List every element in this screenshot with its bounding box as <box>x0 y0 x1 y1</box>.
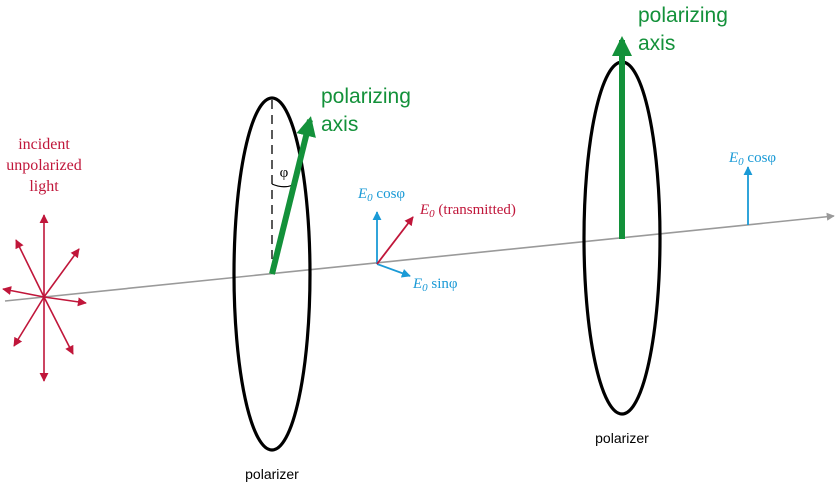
polarizer-1-angle-arc <box>271 183 294 188</box>
polarizer-1-label: polarizer <box>245 466 299 482</box>
unpolarized-light-star <box>2 214 87 382</box>
incident-label-line1: incident <box>18 136 70 153</box>
propagation-axis <box>4 212 835 302</box>
transmitted-arrow <box>376 216 414 265</box>
intermediate-components <box>372 211 414 278</box>
polarizer-1-ellipse <box>232 96 312 452</box>
star-arrow-upleft <box>15 239 45 298</box>
horizontal-component-label: E0 sinφ <box>412 276 458 294</box>
output-component-label: E0 cosφ <box>728 150 776 168</box>
polarizer-2-axis-label-line2: axis <box>638 32 675 55</box>
star-arrow-downleft <box>13 296 45 347</box>
polarizer-2-axis-label-line1: polarizing <box>638 4 728 27</box>
polarizer-1-axis-label-line1: polarizing <box>321 85 411 108</box>
star-arrow-right <box>43 296 87 307</box>
incident-label-line3: light <box>29 178 59 195</box>
star-arrow-upright <box>43 248 80 298</box>
horizontal-component-arrow <box>376 263 411 278</box>
polarizer-2-label: polarizer <box>595 430 649 446</box>
polarizer-1-axis-label-line2: axis <box>321 113 358 136</box>
polarizer-1-axis-arrow <box>269 116 316 275</box>
star-arrow-downright <box>43 296 74 355</box>
polarizer-1-angle-symbol: φ <box>280 165 289 181</box>
star-arrow-left <box>2 286 45 298</box>
incident-label-line2: unpolarized <box>6 157 82 174</box>
vertical-component-label: E0 cosφ <box>357 186 405 204</box>
transmitted-label: E0 (transmitted) <box>419 202 516 220</box>
